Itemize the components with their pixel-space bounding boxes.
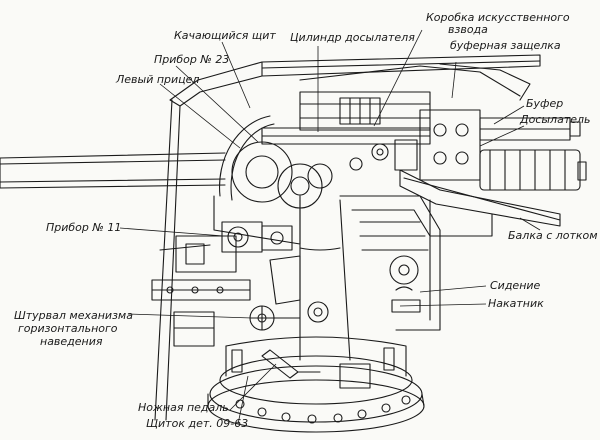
leader-korobka — [373, 29, 423, 127]
label-korobka-line1: Коробка искусственного — [426, 11, 570, 24]
label-shturval-line3: наведения — [40, 335, 103, 348]
loading-tray-beam — [399, 169, 561, 237]
leader-sidenie — [419, 285, 487, 293]
label-bufer: Буфер — [526, 97, 564, 110]
leader-pribor-11 — [119, 227, 225, 237]
barrel — [0, 152, 226, 189]
leader-bufernaya-zashchelka — [451, 61, 457, 99]
right-mechanism — [339, 195, 441, 331]
leader-shturval — [127, 313, 253, 319]
label-korobka-line2: взвода — [448, 23, 488, 36]
label-pribor-11: Прибор № 11 — [46, 221, 122, 234]
leader-pribor-23 — [175, 65, 259, 143]
leader-balka-s-lotkom — [519, 217, 541, 231]
label-nozhnaya-pedal: Ножная педаль — [138, 401, 229, 414]
pedestal-column — [269, 199, 351, 361]
label-shturval-line1: Штурвал механизма — [14, 309, 133, 322]
foot-pedal — [261, 349, 321, 379]
instrument-11 — [221, 221, 293, 253]
leader-levyy-pritsel — [159, 83, 241, 149]
label-pribor-23: Прибор № 23 — [154, 53, 230, 66]
leader-kachayushchiysya-shchit — [221, 41, 251, 109]
label-shchitok: Щиток дет. 09-63 — [146, 417, 249, 430]
label-levyy-pritsel: Левый прицел — [116, 73, 200, 86]
label-shturval-line2: горизонтального — [18, 322, 118, 335]
label-balka-s-lotkom: Балка с лотком — [508, 229, 598, 242]
cradle-ring — [219, 115, 333, 209]
left-housing — [151, 195, 301, 347]
training-handwheel — [249, 305, 301, 331]
leader-dosylatel — [479, 125, 525, 147]
label-dosylatel: Досылатель — [520, 113, 591, 126]
leader-nozhnaya-pedal — [229, 363, 277, 411]
label-tsilindr-dosylatelya: Цилиндр досылателя — [290, 31, 415, 44]
leader-bufer — [493, 105, 525, 125]
label-sidenie: Сидение — [490, 279, 541, 292]
leader-nakatnik — [399, 303, 487, 307]
label-nakatnik: Накатник — [488, 297, 544, 310]
rammer-cylinder — [261, 91, 431, 171]
label-kachayushchiysya-shchit: Качающийся щит — [174, 29, 276, 42]
oscillating-shield — [154, 54, 541, 421]
buffer-rammer — [419, 109, 587, 191]
label-bufernaya-zashchelka: буферная защелка — [450, 39, 561, 52]
leader-shchitok — [237, 375, 249, 425]
